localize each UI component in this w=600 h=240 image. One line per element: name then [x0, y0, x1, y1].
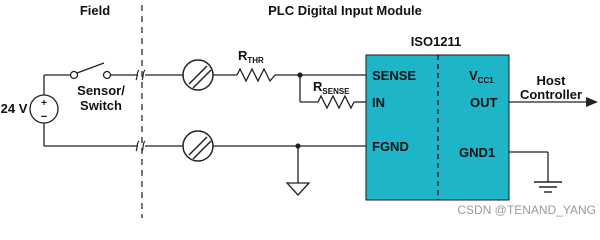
pin-vcc1-label: VCC1: [469, 68, 494, 85]
pin-out-label: OUT: [470, 95, 498, 110]
field-ground-symbol: [285, 182, 311, 196]
supply-wiring: [43, 74, 138, 147]
supply-voltage-label: 24 V: [1, 101, 28, 116]
cable-break-top: [135, 69, 146, 81]
supply-minus-sign: −: [41, 111, 47, 123]
rthr-resistor: [236, 67, 276, 83]
protection-element-top: [182, 59, 214, 91]
cable-break-bottom: [135, 140, 146, 152]
chip-name-label: ISO1211: [411, 34, 462, 49]
pin-gnd1-label: GND1: [459, 145, 495, 160]
sensor-label-line2: Switch: [80, 98, 122, 113]
field-section-label: Field: [80, 3, 110, 18]
gnd1-wire: [509, 151, 549, 182]
supply-source-symbol: [29, 94, 59, 124]
sensor-label-line1: Sensor/: [77, 83, 125, 98]
rsense-label: RSENSE: [313, 79, 350, 96]
pin-fgnd-label: FGND: [372, 139, 409, 154]
pin-in-label: IN: [372, 95, 385, 110]
output-arrow-icon: [586, 97, 598, 107]
isolated-digital-input-diagram: Field PLC Digital Input Module ISO1211 +…: [1, 3, 598, 218]
diagram-svg: Field PLC Digital Input Module ISO1211 +…: [1, 3, 598, 218]
rthr-label: RTHR: [238, 48, 264, 65]
rsense-resistor: [317, 94, 355, 110]
host-label-line2: Controller: [520, 87, 582, 102]
sensor-switch-symbol: [69, 62, 112, 80]
sense-junction-dot: [297, 72, 303, 78]
logic-ground-symbol: [534, 181, 562, 193]
fgnd-junction-dot: [295, 143, 301, 149]
host-label-line1: Host: [537, 73, 567, 88]
pin-sense-label: SENSE: [372, 68, 416, 83]
sense-signal-wire: [145, 74, 366, 103]
field-ground-wire: [145, 145, 366, 183]
watermark-text: CSDN @TENAND_YANG: [457, 203, 596, 217]
plc-module-label: PLC Digital Input Module: [268, 3, 422, 18]
supply-plus-sign: +: [41, 98, 47, 109]
protection-element-bottom: [182, 130, 214, 162]
